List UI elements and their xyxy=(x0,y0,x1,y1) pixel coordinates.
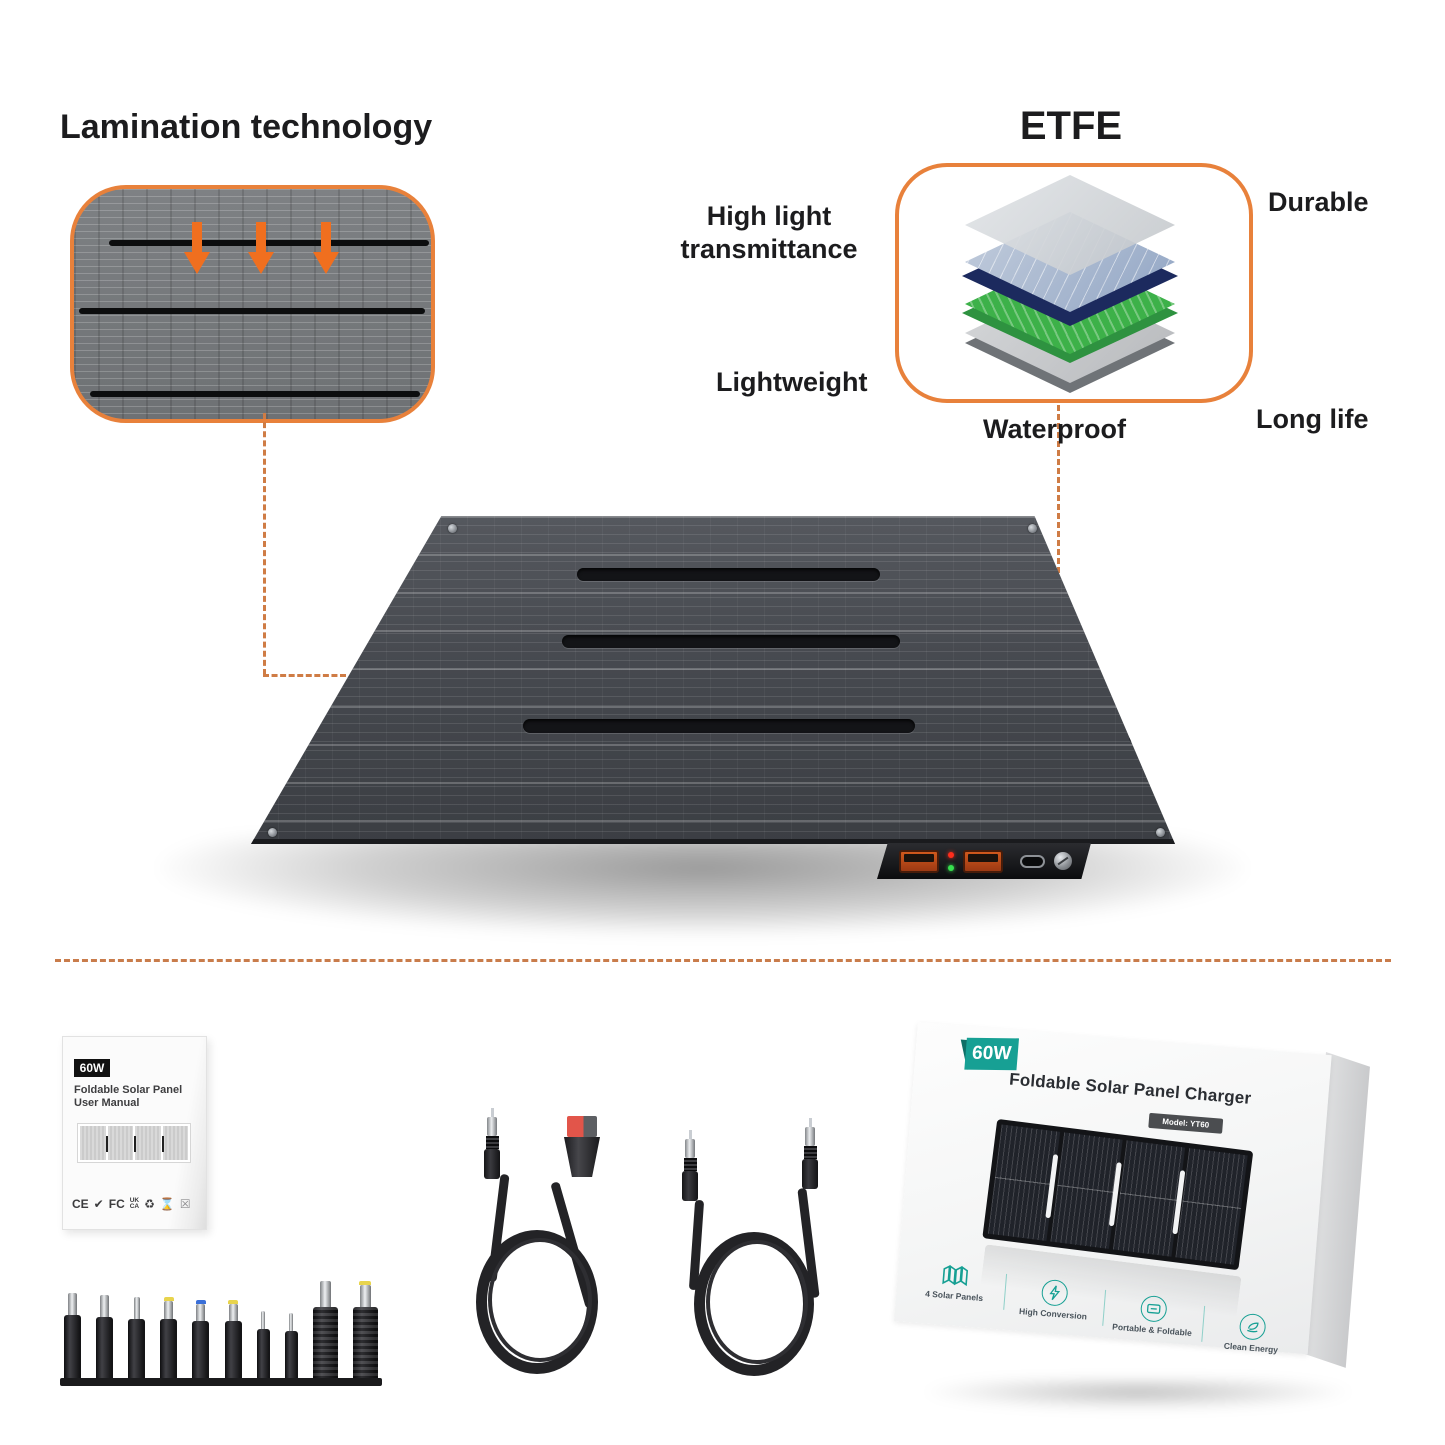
screw-icon xyxy=(448,524,457,533)
high-conversion-icon xyxy=(1049,1285,1061,1301)
box-shadow xyxy=(918,1380,1358,1410)
package-box: 60W Foldable Solar Panel Charger Model: … xyxy=(893,1008,1398,1428)
dc-plug-icon xyxy=(484,1108,500,1179)
led-indicator-icon xyxy=(948,851,954,871)
badge-text: 60W xyxy=(964,1037,1020,1071)
dc-adapter-tip xyxy=(256,1311,270,1379)
check-mark-icon: ✔ xyxy=(93,1197,104,1211)
screw-icon xyxy=(268,828,277,837)
manual-title-line2: User Manual xyxy=(74,1097,140,1109)
manual-title-line1: Foldable Solar Panel xyxy=(74,1084,183,1096)
lamination-detail-view xyxy=(70,185,435,423)
dc-port-icon xyxy=(1054,852,1072,870)
dc-adapter-tip xyxy=(96,1295,114,1379)
feature-divider xyxy=(1002,1273,1007,1310)
label-durable: Durable xyxy=(1268,187,1369,217)
adapter-strip-base xyxy=(60,1378,382,1386)
panel-handle-slot xyxy=(577,568,880,581)
red-led-icon xyxy=(948,851,954,858)
cable-coil xyxy=(706,1240,808,1364)
latch-icon xyxy=(1128,733,1145,747)
ce-mark-icon: CE xyxy=(72,1197,89,1211)
screw-icon xyxy=(1028,524,1037,533)
feature-portable-foldable: Portable & Foldable xyxy=(1110,1293,1197,1339)
label-high-light-transmittance: High light transmittance xyxy=(680,201,858,264)
leader-line-left xyxy=(263,413,266,675)
feature-divider xyxy=(1101,1289,1106,1326)
fcc-mark-icon: FC xyxy=(108,1197,125,1211)
anderson-connector-icon xyxy=(564,1116,600,1177)
down-arrow-icon xyxy=(248,222,274,274)
cable-coil xyxy=(694,1232,814,1376)
lamination-title: Lamination technology xyxy=(60,108,433,146)
dc-adapter-tip xyxy=(312,1281,338,1379)
label-lightweight: Lightweight xyxy=(716,367,868,397)
feature-solar-panels: 4 Solar Panels xyxy=(912,1261,999,1305)
leader-line-left-horizontal xyxy=(263,674,346,677)
cable-coil xyxy=(476,1230,598,1374)
feature-high-conversion: High Conversion xyxy=(1011,1277,1098,1323)
leader-line-right xyxy=(1057,396,1060,672)
cable-coil xyxy=(488,1238,592,1362)
anderson-cable xyxy=(468,1108,658,1398)
box-title: Foldable Solar Panel Charger xyxy=(1008,1069,1253,1108)
section-divider xyxy=(55,959,1391,962)
panel-seam-line xyxy=(90,391,420,397)
solar-panels-icon xyxy=(942,1264,969,1287)
dc-adapter-tip xyxy=(160,1297,178,1379)
certification-marks: CE ✔ FC UK CA ♻ ⌛ ☒ xyxy=(72,1197,191,1211)
output-port-module xyxy=(877,843,1091,879)
portable-foldable-icon xyxy=(1146,1303,1161,1314)
box-features-row: 4 Solar Panels High Conversion xyxy=(910,1261,1298,1357)
usb-port-icon xyxy=(963,849,1003,873)
dc-adapter-tip xyxy=(64,1293,81,1379)
user-manual: 60W Foldable Solar Panel User Manual CE … xyxy=(62,1036,207,1230)
dc-adapter-set xyxy=(60,1280,382,1386)
feature-clean-energy: Clean Energy xyxy=(1209,1310,1296,1356)
feature-divider xyxy=(1200,1305,1205,1342)
micro-usb-port-icon xyxy=(1020,854,1045,868)
recycle-icon: ♻ xyxy=(144,1197,155,1211)
etfe-layers-diagram xyxy=(895,163,1253,403)
label-waterproof: Waterproof xyxy=(983,414,1126,444)
etfe-title: ETFE xyxy=(1019,104,1123,148)
dc-adapter-tip xyxy=(128,1297,146,1379)
ukca-mark-icon: UK CA xyxy=(129,1196,140,1210)
dc-adapter-tip xyxy=(284,1313,298,1379)
panel-handle-slot xyxy=(523,719,915,733)
solar-panel-photo xyxy=(251,516,1175,844)
box-panel-image xyxy=(982,1118,1254,1271)
clean-energy-icon xyxy=(1247,1322,1259,1333)
no-trash-icon: ☒ xyxy=(179,1197,191,1211)
green-led-icon xyxy=(948,864,954,871)
panel-seam-line xyxy=(109,240,429,246)
latch-icon xyxy=(1120,696,1137,710)
dc-adapter-tip xyxy=(224,1300,242,1379)
battery-disposal-icon: ⌛ xyxy=(159,1197,175,1211)
dc-adapter-tip xyxy=(192,1300,210,1379)
panel-handle-slot xyxy=(562,635,900,648)
label-long-life: Long life xyxy=(1256,404,1369,434)
dc-plug-icon xyxy=(802,1118,818,1189)
box-front-face: 60W Foldable Solar Panel Charger Model: … xyxy=(893,1022,1332,1357)
down-arrow-icon xyxy=(313,222,339,274)
box-model-badge: Model: YT60 xyxy=(1148,1112,1224,1134)
dc-adapter-tip xyxy=(352,1281,378,1379)
down-arrow-icon xyxy=(184,222,210,274)
dc-cable xyxy=(672,1118,842,1398)
manual-wattage-badge: 60W xyxy=(74,1059,110,1077)
usb-port-icon xyxy=(899,849,939,873)
manual-panel-thumbnail xyxy=(77,1123,191,1163)
screw-icon xyxy=(1156,828,1165,837)
panel-seam-line xyxy=(79,308,425,314)
dc-plug-icon xyxy=(682,1130,698,1201)
